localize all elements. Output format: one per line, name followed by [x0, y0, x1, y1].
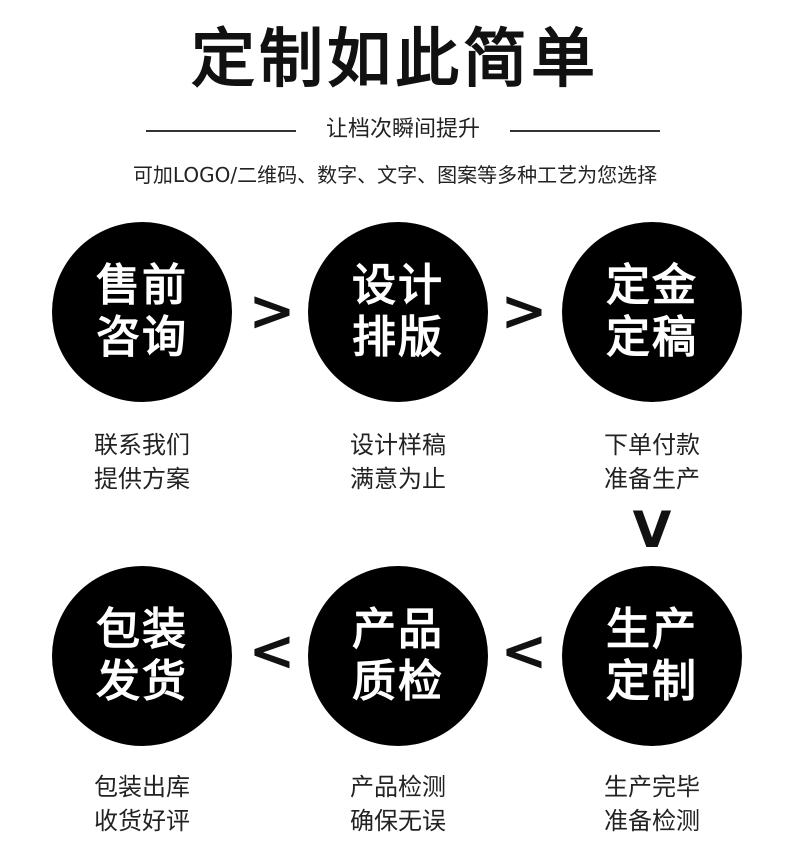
step-label-line2: 排版	[352, 312, 444, 363]
caption-line2: 提供方案	[94, 465, 190, 493]
caption-line2: 满意为止	[350, 465, 446, 493]
caption-line2: 收货好评	[94, 807, 190, 835]
step-label-line2: 定制	[606, 656, 698, 707]
arrow-left-icon: <	[500, 619, 548, 684]
step-label-line1: 包装	[96, 604, 188, 655]
step-caption-inspect: 产品检测 确保无误	[308, 770, 488, 838]
caption-line1: 下单付款	[604, 431, 700, 459]
arrow-right-icon: >	[248, 279, 296, 344]
caption-line2: 准备生产	[604, 465, 700, 493]
caption-line1: 联系我们	[94, 431, 190, 459]
arrow-down-icon: V	[632, 501, 672, 559]
subtitle-rule-left	[146, 130, 296, 132]
subtitle-row: 让档次瞬间提升	[0, 112, 790, 148]
subtitle: 让档次瞬间提升	[325, 117, 480, 142]
caption-line1: 设计样稿	[350, 431, 446, 459]
arrow-right-icon: >	[500, 279, 548, 344]
caption-line1: 包装出库	[94, 773, 190, 801]
step-circle-ship: 包装 发货	[52, 566, 232, 746]
step-circle-inspect: 产品 质检	[308, 566, 488, 746]
step-caption-deposit: 下单付款 准备生产	[562, 428, 742, 496]
caption-line2: 确保无误	[350, 807, 446, 835]
caption-line1: 产品检测	[350, 773, 446, 801]
step-caption-consult: 联系我们 提供方案	[52, 428, 232, 496]
step-label-line2: 定稿	[606, 312, 698, 363]
step-label-line1: 售前	[96, 260, 188, 311]
step-caption-design: 设计样稿 满意为止	[308, 428, 488, 496]
step-circle-design: 设计 排版	[308, 222, 488, 402]
arrow-left-icon: <	[248, 619, 296, 684]
step-label-line1: 产品	[352, 604, 444, 655]
caption-line1: 生产完毕	[604, 773, 700, 801]
step-label-line2: 咨询	[96, 312, 188, 363]
step-label-line2: 发货	[96, 656, 188, 707]
caption-line2: 准备检测	[604, 807, 700, 835]
page-title: 定制如此简单	[191, 23, 599, 97]
step-circle-deposit: 定金 定稿	[562, 222, 742, 402]
step-caption-ship: 包装出库 收货好评	[52, 770, 232, 838]
step-caption-produce: 生产完毕 准备检测	[562, 770, 742, 838]
step-circle-consult: 售前 咨询	[52, 222, 232, 402]
tagline: 可加LOGO/二维码、数字、文字、图案等多种工艺为您选择	[132, 163, 658, 187]
step-label-line1: 生产	[606, 604, 698, 655]
subtitle-rule-right	[510, 130, 660, 132]
step-label-line2: 质检	[352, 656, 444, 707]
step-circle-produce: 生产 定制	[562, 566, 742, 746]
step-label-line1: 定金	[606, 260, 698, 311]
step-label-line1: 设计	[352, 260, 444, 311]
